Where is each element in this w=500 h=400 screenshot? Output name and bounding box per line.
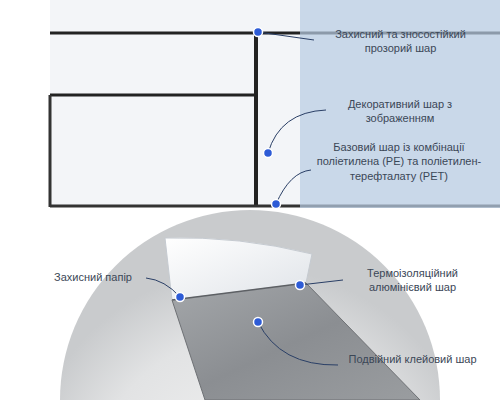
- leader-line: [300, 280, 343, 285]
- transparent-layer: [300, 0, 500, 208]
- aluminium-layer: [172, 283, 420, 400]
- callout-dot: [254, 318, 263, 327]
- callout-label: Декоративний шар з зображенням: [330, 97, 470, 126]
- callout-dot: [176, 293, 185, 302]
- tile-surface: [50, 0, 300, 206]
- callout-dot: [254, 28, 263, 37]
- grout-line: [254, 33, 258, 206]
- leader-line: [276, 170, 311, 204]
- leader-line: [146, 278, 180, 297]
- callout-dot: [264, 149, 273, 158]
- leader-line: [268, 110, 326, 153]
- sheet-edge: [172, 283, 306, 300]
- callout-dot: [296, 281, 305, 290]
- callout-label: Подвійний клейовий шар: [340, 352, 485, 366]
- callout-label: Термоізоляційний алюмінієвий шар: [340, 266, 485, 295]
- tile-surface: [50, 0, 500, 206]
- zoom-disc: [60, 210, 440, 400]
- leader-line: [258, 322, 338, 365]
- grout-line: [50, 94, 256, 97]
- callout-label: Базовий шар із комбінації поліетилена (P…: [313, 140, 485, 183]
- protective-paper: [165, 238, 312, 300]
- callout-label: Захисний папір: [38, 270, 148, 284]
- leader-line: [258, 32, 314, 40]
- callout-label: Захисний та зносостійкий прозорий шар: [318, 27, 483, 56]
- callout-dot: [272, 200, 281, 209]
- panel-edge: [49, 95, 52, 207]
